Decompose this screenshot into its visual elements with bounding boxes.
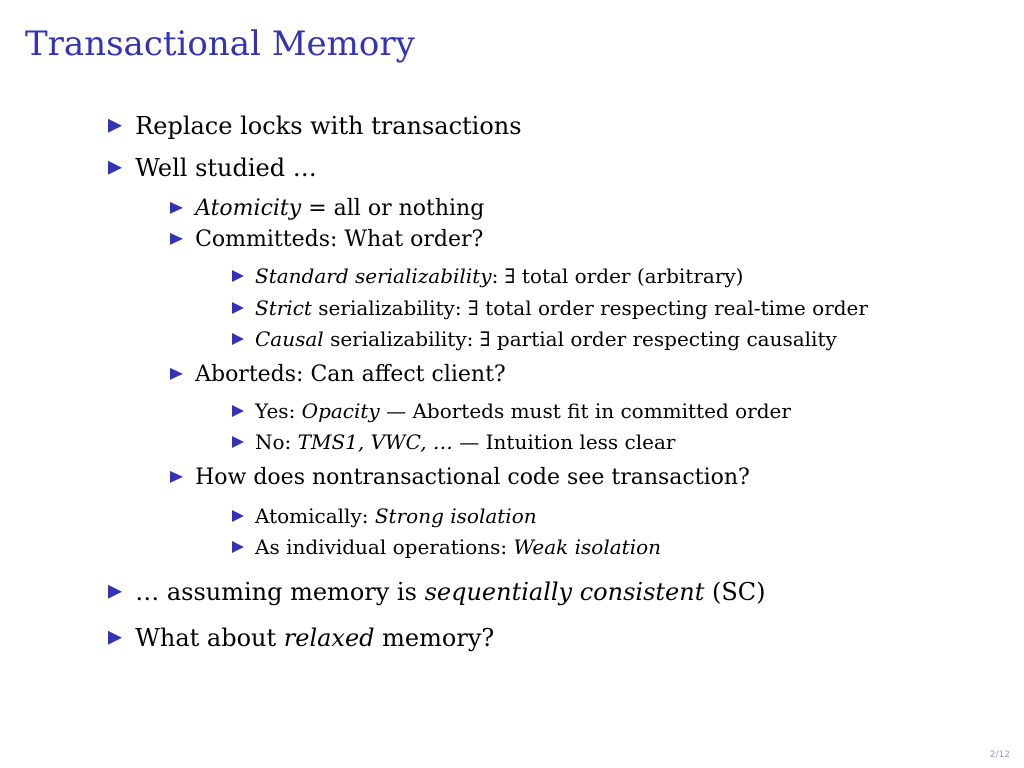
triangle-right-icon <box>170 232 183 245</box>
bullet-individual-operations: As individual operations: Weak isolation <box>232 537 661 557</box>
bullet-well-studied: Well studied … <box>108 156 317 180</box>
triangle-right-icon <box>170 367 183 380</box>
term-causal: Causal <box>255 327 324 351</box>
bullet-causal-serializability: Causal serializability: ∃ partial order … <box>232 329 837 349</box>
bullet-text: How does nontransactional code see trans… <box>195 465 750 490</box>
term-atomicity: Atomicity <box>195 196 302 221</box>
term-relaxed: relaxed <box>283 624 375 652</box>
bullet-text: Well studied … <box>135 154 317 182</box>
bullet-prefix: … assuming memory is <box>135 578 417 606</box>
term-standard-serializability: Standard serializability <box>255 264 492 288</box>
term-tms1-vwc: TMS1, VWC, … <box>297 430 453 454</box>
bullet-standard-serializability: Standard serializability: ∃ total order … <box>232 266 744 286</box>
bullet-strict-serializability: Strict serializability: ∃ total order re… <box>232 298 868 318</box>
bullet-relaxed-memory: What about relaxed memory? <box>108 626 494 650</box>
bullet-no-tms: No: TMS1, VWC, … — Intuition less clear <box>232 432 675 452</box>
triangle-right-icon <box>170 201 183 214</box>
bullet-text: : ∃ total order (arbitrary) <box>491 264 744 288</box>
bullet-prefix: What about <box>135 624 277 652</box>
term-strong-isolation: Strong isolation <box>374 504 537 528</box>
triangle-right-icon <box>108 630 122 645</box>
term-opacity: Opacity <box>301 399 380 423</box>
bullet-text: serializability: ∃ total order respectin… <box>318 296 868 320</box>
term-strict: Strict <box>255 296 312 320</box>
bullet-committeds: Committeds: What order? <box>170 229 483 251</box>
triangle-right-icon <box>108 118 122 133</box>
bullet-atomicity: Atomicity = all or nothing <box>170 198 484 220</box>
triangle-right-icon <box>108 160 122 175</box>
triangle-right-icon <box>232 405 244 417</box>
bullet-prefix: As individual operations: <box>255 535 508 559</box>
bullet-prefix: Atomically: <box>255 504 369 528</box>
bullet-text: serializability: ∃ partial order respect… <box>330 327 837 351</box>
triangle-right-icon <box>232 333 244 345</box>
triangle-right-icon <box>232 510 244 522</box>
bullet-text: = all or nothing <box>308 196 485 221</box>
bullet-text: (SC) <box>711 578 766 606</box>
triangle-right-icon <box>108 584 122 599</box>
triangle-right-icon <box>232 302 244 314</box>
bullet-text: Replace locks with transactions <box>135 112 522 140</box>
bullet-assuming-sc: … assuming memory is sequentially consis… <box>108 580 766 604</box>
bullet-prefix: Yes: <box>255 399 296 423</box>
bullet-text: memory? <box>382 624 495 652</box>
bullet-aborteds: Aborteds: Can affect client? <box>170 364 506 386</box>
bullet-nontransactional: How does nontransactional code see trans… <box>170 467 750 489</box>
bullet-prefix: No: <box>255 430 292 454</box>
slide-title: Transactional Memory <box>25 24 415 64</box>
bullet-text: — Intuition less clear <box>459 430 676 454</box>
triangle-right-icon <box>170 470 183 483</box>
bullet-atomically: Atomically: Strong isolation <box>232 506 537 526</box>
bullet-yes-opacity: Yes: Opacity — Aborteds must fit in comm… <box>232 401 791 421</box>
bullet-text: Committeds: What order? <box>195 227 484 252</box>
triangle-right-icon <box>232 436 244 448</box>
bullet-text: — Aborteds must fit in committed order <box>386 399 791 423</box>
term-sequentially-consistent: sequentially consistent <box>424 578 705 606</box>
term-weak-isolation: Weak isolation <box>513 535 662 559</box>
triangle-right-icon <box>232 541 244 553</box>
page-number: 2/12 <box>989 750 1010 760</box>
triangle-right-icon <box>232 270 244 282</box>
bullet-replace-locks: Replace locks with transactions <box>108 114 522 138</box>
bullet-text: Aborteds: Can affect client? <box>195 362 506 387</box>
